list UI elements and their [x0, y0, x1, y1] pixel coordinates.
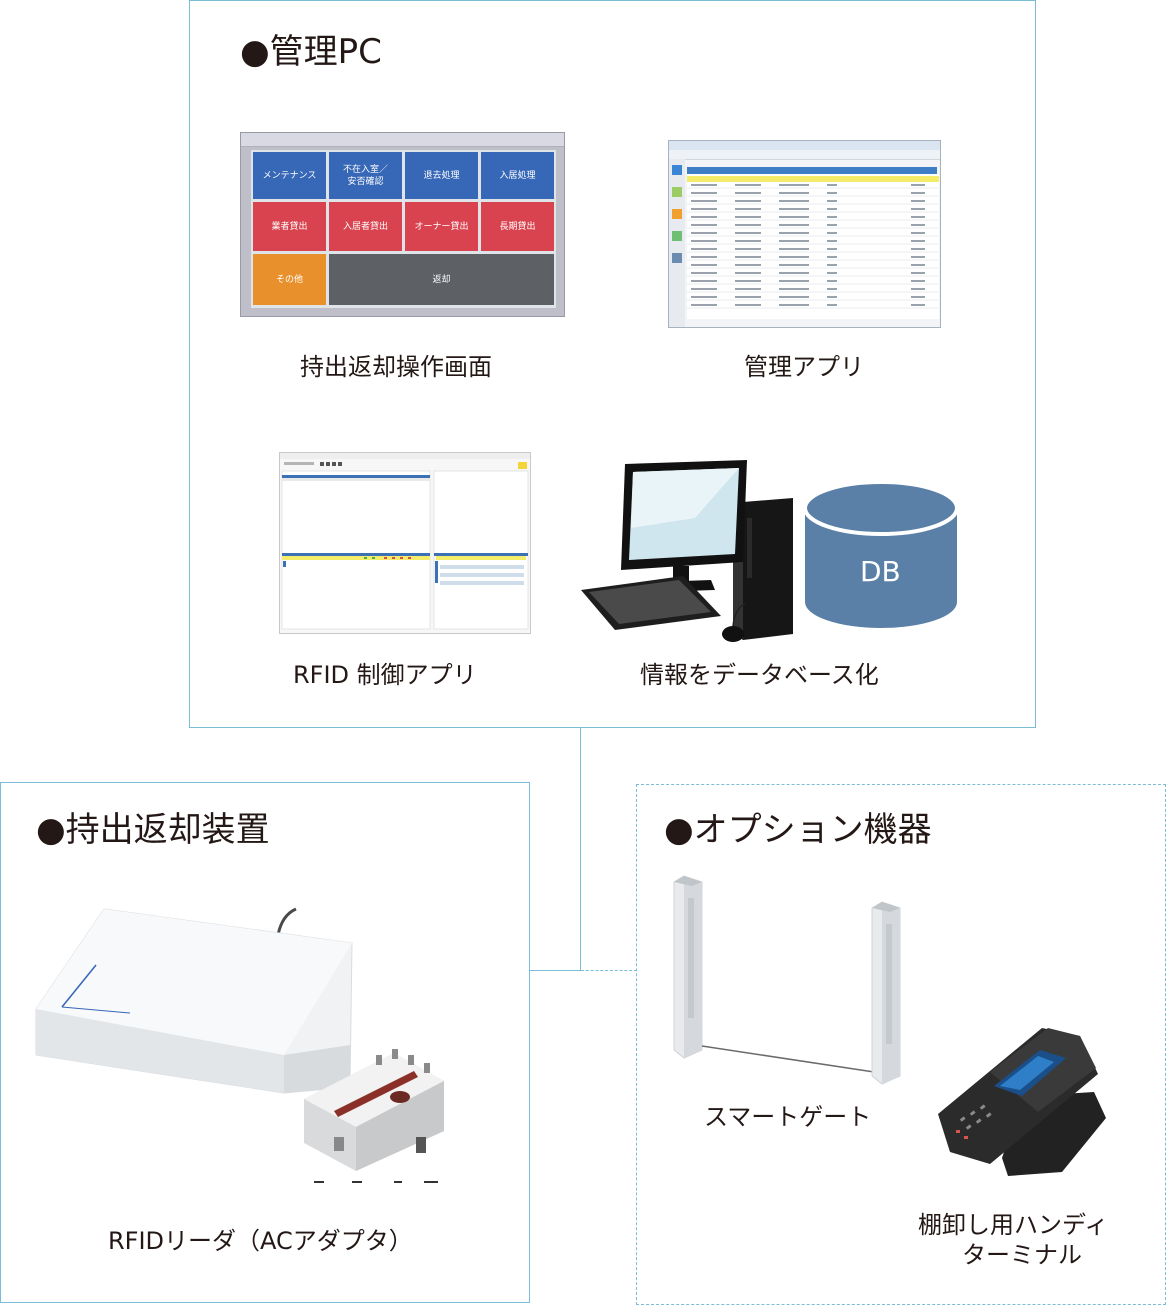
tile-other: その他 — [253, 254, 326, 305]
tile-return: 返却 — [329, 254, 554, 305]
table-header — [687, 167, 937, 174]
database-label: DB — [860, 555, 901, 588]
records-table — [687, 174, 939, 319]
rfid-control-app-screen — [280, 453, 530, 630]
tool-icon — [672, 253, 682, 263]
window-menubar — [669, 150, 940, 160]
touch-screen-caption: 持出返却操作画面 — [300, 353, 492, 381]
touch-screen-image: メンテナンス 不在入室／ 安否確認 退去処理 入居処理 業者貸出 入居者貸出 オ… — [240, 132, 565, 317]
connector-to-options — [581, 970, 637, 971]
tool-icon — [672, 209, 682, 219]
tool-icon — [672, 231, 682, 241]
checkout-device-title: ●持出返却装置 — [36, 810, 270, 850]
tile-resident-lending: 入居者貸出 — [329, 202, 402, 251]
connector-vertical — [580, 727, 581, 970]
rfid-reader-caption: RFIDリーダ（ACアダプタ） — [108, 1227, 413, 1255]
tile-move-out: 退去処理 — [405, 152, 478, 199]
window-titlebar — [241, 133, 564, 147]
smart-gate-caption: スマートゲート — [704, 1103, 872, 1131]
tile-owner-lending: オーナー貸出 — [405, 202, 478, 251]
tile-long-term-lending: 長期貸出 — [481, 202, 554, 251]
rfid-control-app-image — [279, 452, 531, 634]
handy-terminal-illustration — [938, 1028, 1106, 1176]
smart-gate-illustration — [673, 875, 901, 1085]
management-pc-title: ●管理PC — [240, 32, 382, 72]
database-cylinder — [803, 480, 959, 628]
desktop-pc-illustration — [581, 460, 793, 642]
tool-icon — [672, 187, 682, 197]
button-grid: メンテナンス 不在入室／ 安否確認 退去処理 入居処理 業者貸出 入居者貸出 オ… — [251, 150, 556, 308]
database-caption: 情報をデータベース化 — [640, 661, 879, 689]
window-titlebar — [669, 141, 940, 150]
toolbar — [669, 159, 685, 327]
optional-devices-title: ●オプション機器 — [664, 810, 932, 850]
rfid-reader-illustration — [35, 907, 444, 1183]
tile-absent-entry: 不在入室／ 安否確認 — [329, 152, 402, 199]
tile-maintenance: メンテナンス — [253, 152, 326, 199]
handy-terminal-caption-line2: ターミナル — [962, 1241, 1082, 1269]
tile-vendor-lending: 業者貸出 — [253, 202, 326, 251]
tile-move-in: 入居処理 — [481, 152, 554, 199]
handy-terminal-caption-line1: 棚卸し用ハンディ — [918, 1211, 1109, 1239]
tool-icon — [672, 165, 682, 175]
management-app-caption: 管理アプリ — [744, 353, 864, 381]
rfid-control-app-caption: RFID 制御アプリ — [293, 661, 477, 689]
connector-to-checkout — [529, 970, 581, 971]
management-app-image — [668, 140, 941, 328]
